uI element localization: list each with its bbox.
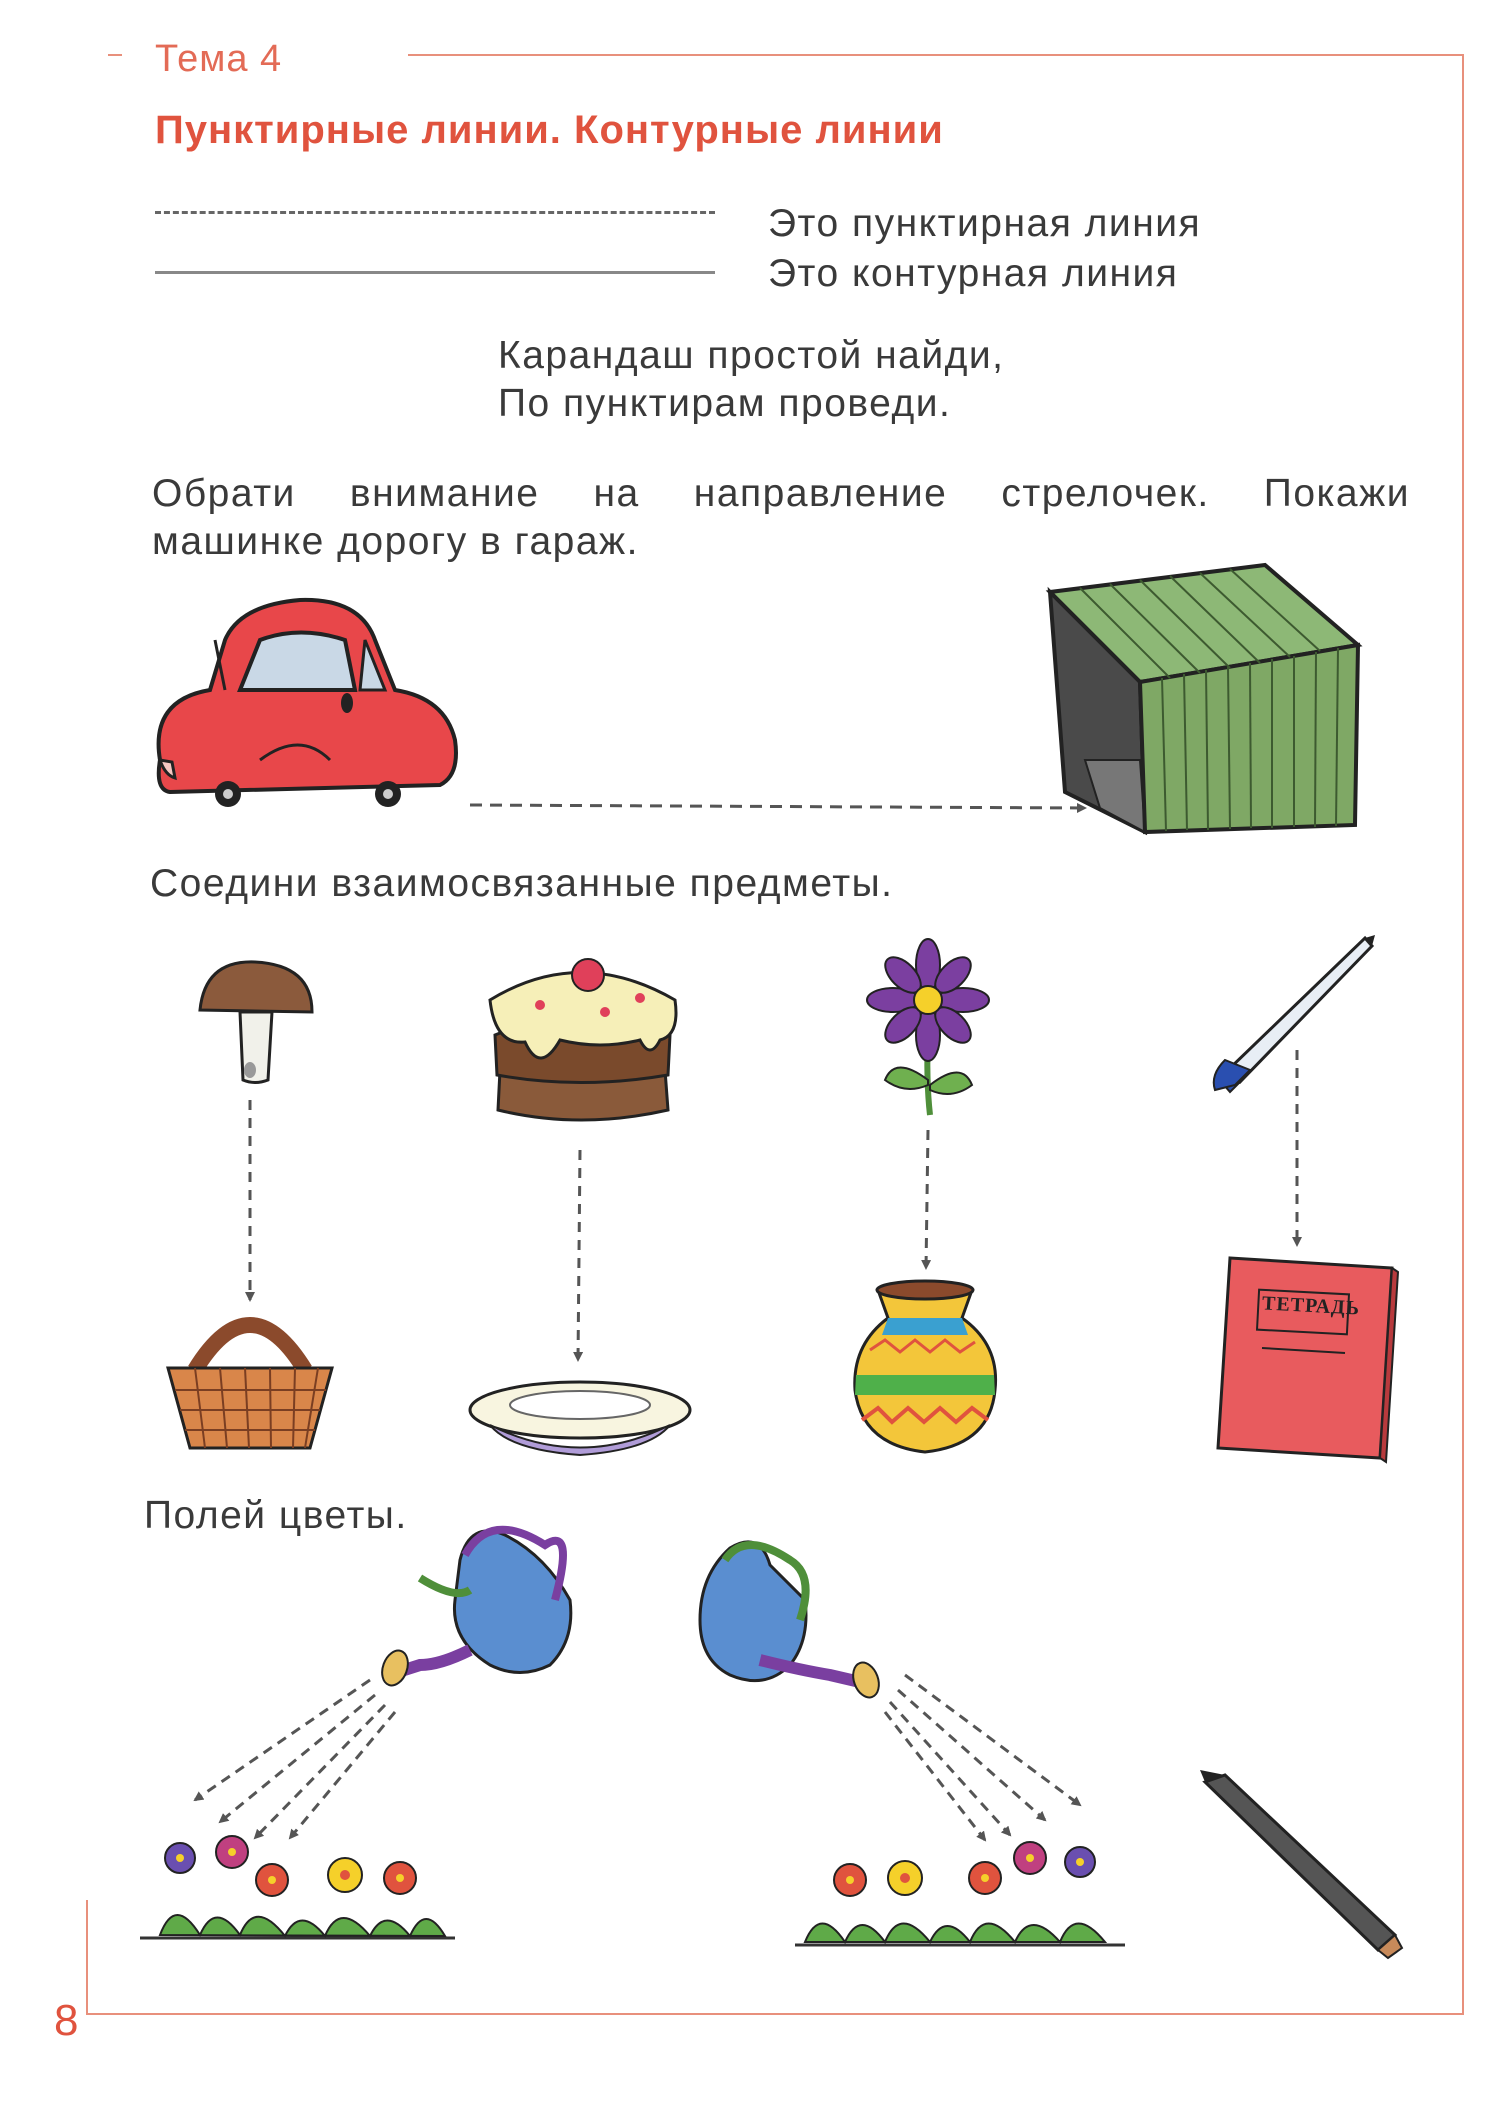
pen-illustration: [1212, 935, 1375, 1094]
frame-right: [1462, 54, 1464, 2014]
cake-arrow: [573, 1149, 584, 1362]
task2-text: Соедини взаимосвязанные предметы.: [150, 862, 894, 905]
pencil-illustration: [1200, 1770, 1404, 1960]
flower-illustration: [866, 938, 990, 1116]
task3-text: Полей цветы.: [144, 1494, 408, 1537]
watering-can-left: [381, 1525, 573, 1687]
solid-caption: Это контурная линия: [768, 252, 1179, 295]
left-water-arrows: [193, 1678, 397, 1840]
dotted-caption: Это пунктирная линия: [768, 202, 1202, 245]
garage-illustration: [1045, 562, 1363, 836]
basket-illustration: [166, 1317, 334, 1450]
flower-arrow: [921, 1129, 932, 1270]
poem-line-2: По пунктирам проведи.: [498, 382, 952, 425]
car-path-arrow: [469, 802, 1087, 813]
page-number: 8: [54, 1996, 79, 2045]
notebook-illustration: [1216, 1256, 1400, 1464]
flowerbed-right: [795, 1841, 1125, 1947]
solid-line-sample: [155, 271, 715, 274]
frame-top-right: [408, 54, 1464, 56]
mushroom-illustration: [198, 960, 314, 1084]
cake-illustration: [488, 958, 678, 1122]
car-illustration: [156, 597, 458, 807]
frame-bottom: [86, 2013, 1464, 2015]
plate-illustration: [468, 1380, 692, 1457]
poem-line-1: Карандаш простой найди,: [498, 334, 1005, 377]
flowerbed-left: [140, 1835, 455, 1940]
page-title: Пунктирные линии. Контурные линии: [155, 108, 944, 152]
task1-line-2: машинке дорогу в гараж.: [152, 520, 639, 563]
vase-illustration: [853, 1279, 998, 1454]
watering-can-right: [698, 1540, 880, 1699]
topic-label: Тема 4: [155, 38, 283, 80]
task1-line-1: Обрати внимание на направление стрелочек…: [152, 472, 1410, 515]
frame-left: [86, 1900, 88, 2014]
dotted-line-sample: [155, 211, 715, 214]
frame-top-left: [108, 54, 122, 56]
right-water-arrows: [883, 1673, 1082, 1842]
